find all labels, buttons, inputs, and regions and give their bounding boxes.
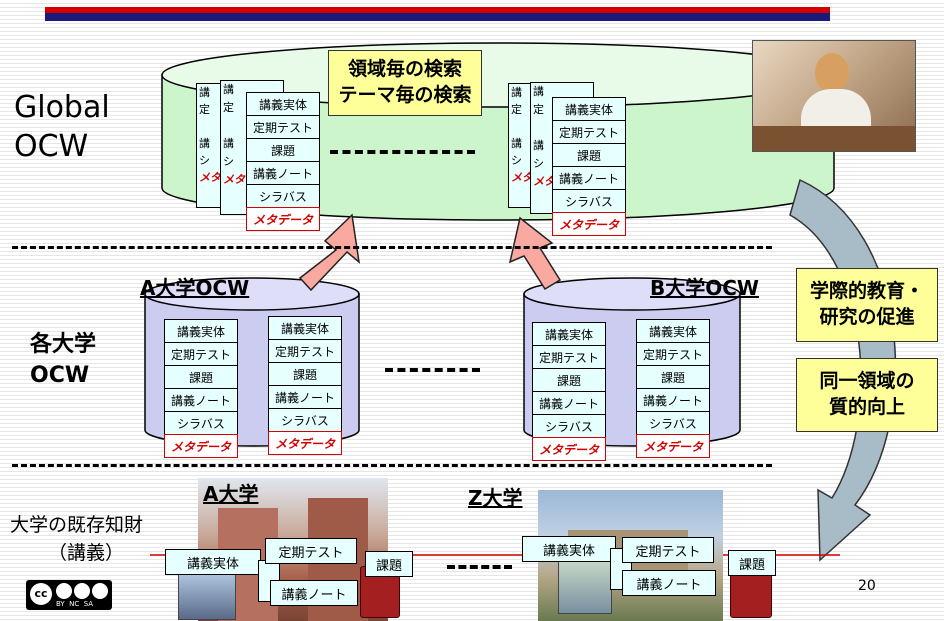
nc-icon — [74, 583, 90, 599]
title-bar-red — [45, 7, 830, 13]
univ-a-label: A大学 — [203, 482, 259, 506]
card-syllabus: シラバス — [246, 184, 320, 208]
search-box: 領域毎の検索 テーマ毎の検索 — [328, 50, 482, 116]
global-ocw-label: Global OCW — [14, 90, 110, 164]
card-task: 課題 — [552, 143, 626, 167]
title-bar-navy — [45, 13, 830, 21]
cc-icon: cc — [30, 583, 52, 605]
uni-a-doc-stack-1: 講義実体 定期テスト 課題 講義ノート シラバス メタデータ — [164, 319, 238, 458]
separator-line-1 — [12, 246, 772, 249]
uni-a-doc-stack-2: 講義実体 定期テスト 課題 講義ノート シラバス メタデータ — [268, 316, 342, 455]
benefit-box-interdisciplinary: 学際的教育・ 研究の促進 — [796, 268, 938, 342]
a-note-item: 講義ノート — [270, 580, 358, 606]
z-note-item: 講義ノート — [622, 570, 716, 596]
uni-b-doc-stack-2: 講義実体 定期テスト 課題 講義ノート シラバス メタデータ — [636, 319, 710, 458]
card-task: 課題 — [246, 138, 320, 162]
card-metadata: メタデータ — [246, 207, 320, 231]
card-test: 定期テスト — [552, 120, 626, 144]
a-test-item: 定期テスト — [265, 538, 357, 564]
card-syllabus: シラバス — [552, 189, 626, 213]
card-test: 定期テスト — [246, 115, 320, 139]
book-icon-z — [730, 568, 772, 618]
sa-icon — [92, 583, 108, 599]
page-number: 20 — [858, 578, 876, 594]
uni-b-doc-stack-1: 講義実体 定期テスト 課題 講義ノート シラバス メタデータ — [532, 322, 606, 461]
z-test-item: 定期テスト — [622, 537, 714, 563]
card-note: 講義ノート — [552, 166, 626, 190]
z-task-item: 課題 — [728, 550, 776, 576]
univ-z-label: Z大学 — [468, 486, 523, 510]
uni-b-ocw-title: B大学OCW — [650, 276, 759, 300]
a-lecture-item: 講義実体 — [165, 549, 261, 575]
z-lecture-item: 講義実体 — [522, 536, 616, 562]
global-doc-stack-right: 講義実体 定期テスト 課題 講義ノート シラバス メタデータ — [552, 97, 626, 236]
by-icon — [56, 583, 72, 599]
cc-license-badge: cc BY NC SA — [26, 580, 112, 610]
uni-ocw-label: 各大学 OCW — [30, 332, 97, 388]
card-lecture: 講義実体 — [552, 97, 626, 121]
global-doc-stack-left: 講義実体 定期テスト 課題 講義ノート シラバス メタデータ — [246, 92, 320, 231]
global-ellipsis-dashes — [330, 150, 475, 154]
uni-a-ocw-title: A大学OCW — [140, 276, 250, 300]
card-note: 講義ノート — [246, 161, 320, 185]
uni-ellipsis-dashes — [385, 368, 480, 372]
card-lecture: 講義実体 — [246, 92, 320, 116]
separator-line-2 — [12, 464, 772, 467]
benefit-box-quality: 同一領域の 質的向上 — [796, 358, 938, 432]
lecturer-image-a — [178, 568, 236, 620]
woman-working-photo — [752, 40, 916, 152]
existing-assets-label: 大学の既存知財 （講義） — [10, 514, 144, 564]
card-metadata: メタデータ — [552, 212, 626, 236]
bottom-ellipsis-dashes — [447, 565, 512, 569]
a-task-item: 課題 — [365, 551, 413, 577]
